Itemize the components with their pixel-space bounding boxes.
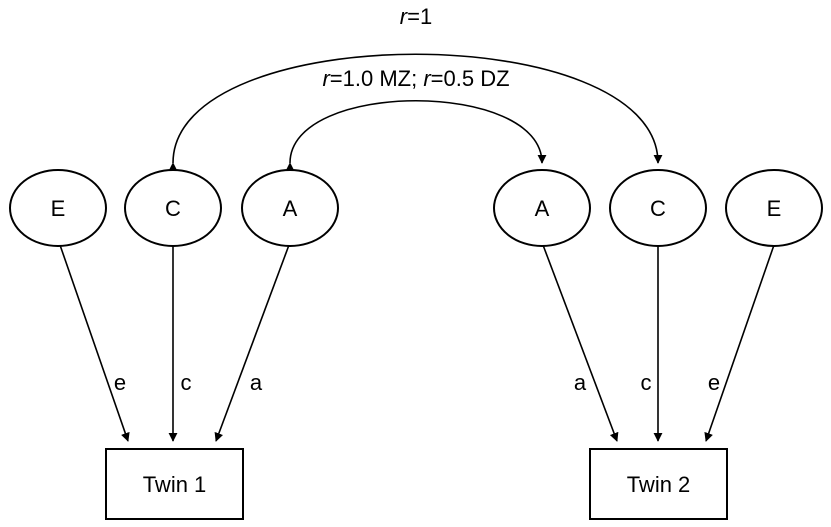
a-correlation-label: r=1.0 MZ; r=0.5 DZ — [322, 66, 509, 91]
twin2-latent-a: A — [493, 169, 591, 247]
c-correlation-arc — [168, 53, 663, 172]
svg-text:E: E — [767, 196, 782, 221]
svg-text:E: E — [51, 196, 66, 221]
twin1-latent-e: E — [9, 169, 107, 247]
twin2-box: Twin 2 — [589, 448, 728, 520]
twin2-e-path-label: e — [708, 370, 720, 395]
svg-text:A: A — [535, 196, 550, 221]
twin1-latent-a: A — [241, 169, 339, 247]
twin1-a-path — [214, 244, 290, 442]
twin2-c-path-label: c — [641, 370, 652, 395]
twin1-box: Twin 1 — [105, 448, 244, 520]
svg-text:Twin 2: Twin 2 — [627, 472, 691, 497]
twin1-latent-c: C — [124, 169, 222, 247]
c-correlation-label: r=1 — [400, 4, 432, 29]
twin2-latent-e: E — [725, 169, 823, 247]
svg-text:Twin 1: Twin 1 — [143, 472, 207, 497]
twin2-a-path — [542, 244, 619, 442]
twin1-e-path — [59, 244, 130, 442]
twin2-latent-c: C — [609, 169, 707, 247]
svg-text:A: A — [283, 196, 298, 221]
twin1-c-path-label: c — [181, 370, 192, 395]
a-correlation-arc — [285, 100, 547, 172]
twin2-e-path — [704, 244, 775, 442]
twin1-e-path-label: e — [114, 370, 126, 395]
twin1-a-path-label: a — [250, 370, 263, 395]
svg-text:C: C — [165, 196, 181, 221]
twin2-a-path-label: a — [574, 370, 587, 395]
svg-text:C: C — [650, 196, 666, 221]
